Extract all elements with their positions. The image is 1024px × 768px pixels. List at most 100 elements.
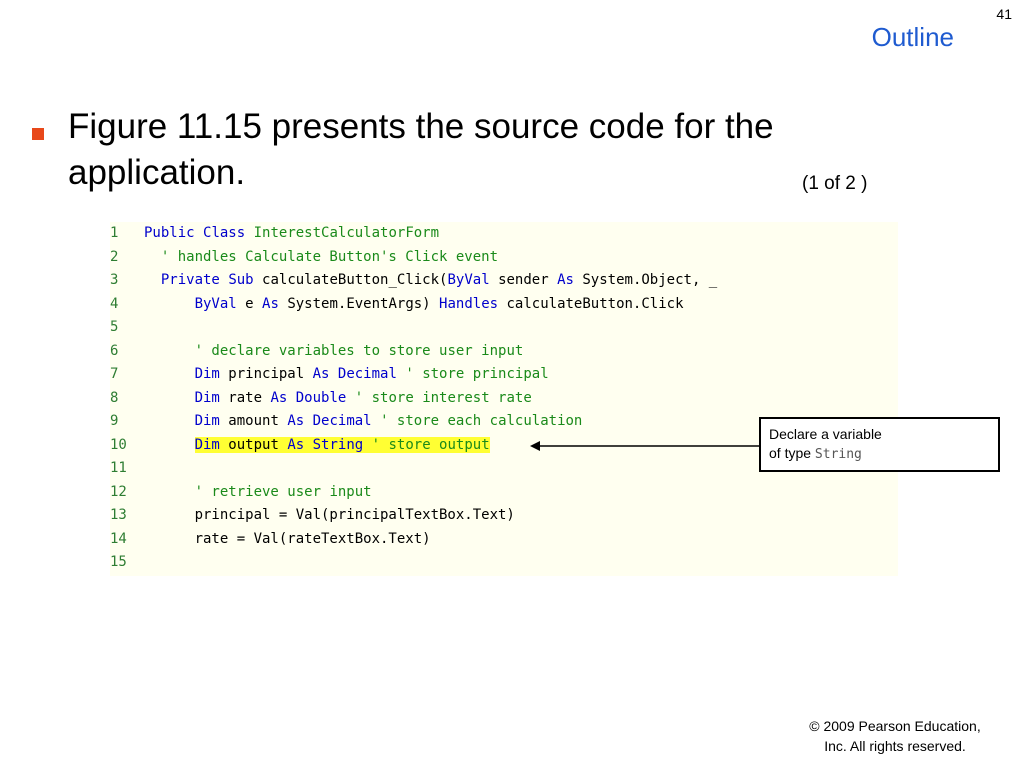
code-token: System.Object, _ — [573, 272, 718, 288]
code-token: ByVal — [194, 295, 237, 312]
code-token: ' store output — [371, 436, 490, 453]
callout-prefix: of type — [769, 445, 815, 461]
code-token — [372, 413, 380, 429]
code-line: 14 rate = Val(rateTextBox.Text) — [110, 528, 898, 552]
copyright-line2: Inc. All rights reserved. — [824, 738, 966, 754]
code-line: 5 — [110, 316, 898, 340]
code-token: ' store principal — [405, 366, 549, 382]
code-token: ' handles Calculate Button's Click event — [160, 248, 499, 265]
code-token: amount — [219, 413, 288, 429]
code-token: System.EventArgs) — [278, 295, 440, 312]
code-token — [144, 249, 161, 265]
code-token: principal — [219, 366, 313, 382]
callout-line2: of type String — [769, 444, 990, 464]
code-token — [144, 366, 195, 382]
code-token: rate — [219, 389, 271, 406]
code-token: As — [287, 413, 305, 429]
line-number: 8 — [110, 389, 119, 406]
code-token — [346, 390, 354, 406]
code-text: rate = Val(rateTextBox.Text) — [144, 528, 431, 552]
code-token: ByVal — [447, 272, 490, 288]
code-token: As — [557, 272, 574, 288]
code-token: As — [287, 436, 305, 453]
code-token — [144, 484, 195, 500]
code-line: 7 Dim principal As Decimal ' store princ… — [110, 363, 898, 387]
code-line: 11 — [110, 457, 898, 481]
code-line: 4 ByVal e As System.EventArgs) Handles c… — [110, 293, 898, 317]
code-line: 10 Dim output As String ' store output — [110, 434, 898, 458]
code-token: As — [262, 295, 279, 312]
code-line: 8 Dim rate As Double ' store interest ra… — [110, 387, 898, 411]
code-text: Dim output As String ' store output — [144, 434, 490, 458]
code-line: 3 Private Sub calculateButton_Click(ByVa… — [110, 269, 898, 293]
code-text: ByVal e As System.EventArgs) Handles cal… — [144, 293, 684, 317]
line-number: 14 — [110, 530, 127, 547]
code-token: Decimal — [312, 413, 372, 429]
code-token: sender — [489, 272, 558, 288]
code-token: ' store each calculation — [380, 413, 583, 429]
code-token — [329, 366, 337, 382]
code-token — [144, 272, 161, 288]
line-number: 10 — [110, 436, 127, 453]
code-token: Dim — [194, 389, 220, 406]
code-token: Public — [144, 225, 195, 241]
callout-arrow-icon — [530, 441, 760, 451]
line-number: 11 — [110, 460, 127, 476]
code-token — [287, 390, 295, 406]
outline-link[interactable]: Outline — [871, 22, 954, 52]
code-token — [363, 436, 372, 453]
code-text: Dim amount As Decimal ' store each calcu… — [144, 410, 583, 434]
code-token: Private — [160, 272, 220, 288]
code-token — [144, 343, 195, 359]
bullet-text: Figure 11.15 presents the source code fo… — [68, 107, 774, 192]
code-token: Dim — [194, 413, 220, 429]
code-token — [144, 296, 195, 312]
code-text: Private Sub calculateButton_Click(ByVal … — [144, 269, 717, 293]
code-line: 15 — [110, 551, 898, 575]
copyright-line1: © 2009 Pearson Education, — [809, 718, 981, 734]
callout-box: Declare a variable of type String — [759, 417, 1000, 472]
page-indicator: (1 of 2 ) — [802, 173, 868, 194]
code-line: 6 ' declare variables to store user inpu… — [110, 340, 898, 364]
bullet-point: Figure 11.15 presents the source code fo… — [32, 104, 852, 196]
code-token: ' store interest rate — [354, 389, 532, 406]
code-token: As — [312, 366, 330, 382]
code-token: InterestCalculatorForm — [253, 225, 440, 241]
code-token: Dim — [194, 366, 220, 382]
code-text: ' handles Calculate Button's Click event — [144, 246, 498, 270]
code-line: 13 principal = Val(principalTextBox.Text… — [110, 504, 898, 528]
code-text: Public Class InterestCalculatorForm — [144, 222, 439, 246]
copyright: © 2009 Pearson Education, Inc. All right… — [780, 716, 1010, 756]
code-token — [304, 436, 313, 453]
code-token: Handles — [439, 295, 499, 312]
code-token — [195, 225, 203, 241]
line-number: 7 — [110, 366, 119, 382]
code-token: Double — [295, 389, 347, 406]
code-token — [144, 413, 195, 429]
line-number: 15 — [110, 554, 127, 570]
code-token: Dim — [194, 436, 220, 453]
code-text: ' retrieve user input — [144, 481, 372, 505]
code-text: ' declare variables to store user input — [144, 340, 524, 364]
line-number: 12 — [110, 483, 127, 500]
code-token: Sub — [228, 272, 254, 288]
line-number: 13 — [110, 507, 127, 523]
code-token: Decimal — [337, 366, 397, 382]
code-line: 12 ' retrieve user input — [110, 481, 898, 505]
code-token — [144, 390, 195, 406]
callout-code: String — [814, 447, 862, 462]
line-number: 9 — [110, 413, 119, 429]
line-number: 4 — [110, 295, 119, 312]
code-line: 2 ' handles Calculate Button's Click eve… — [110, 246, 898, 270]
code-token — [304, 413, 312, 429]
code-line: 9 Dim amount As Decimal ' store each cal… — [110, 410, 898, 434]
code-token: e — [236, 295, 263, 312]
code-token — [144, 437, 195, 453]
square-bullet-icon — [32, 128, 44, 140]
slide-number: 41 — [996, 6, 1012, 22]
code-token: rate = Val(rateTextBox.Text) — [144, 530, 431, 547]
code-token: principal = Val(principalTextBox.Text) — [144, 507, 515, 523]
line-number: 5 — [110, 319, 119, 335]
